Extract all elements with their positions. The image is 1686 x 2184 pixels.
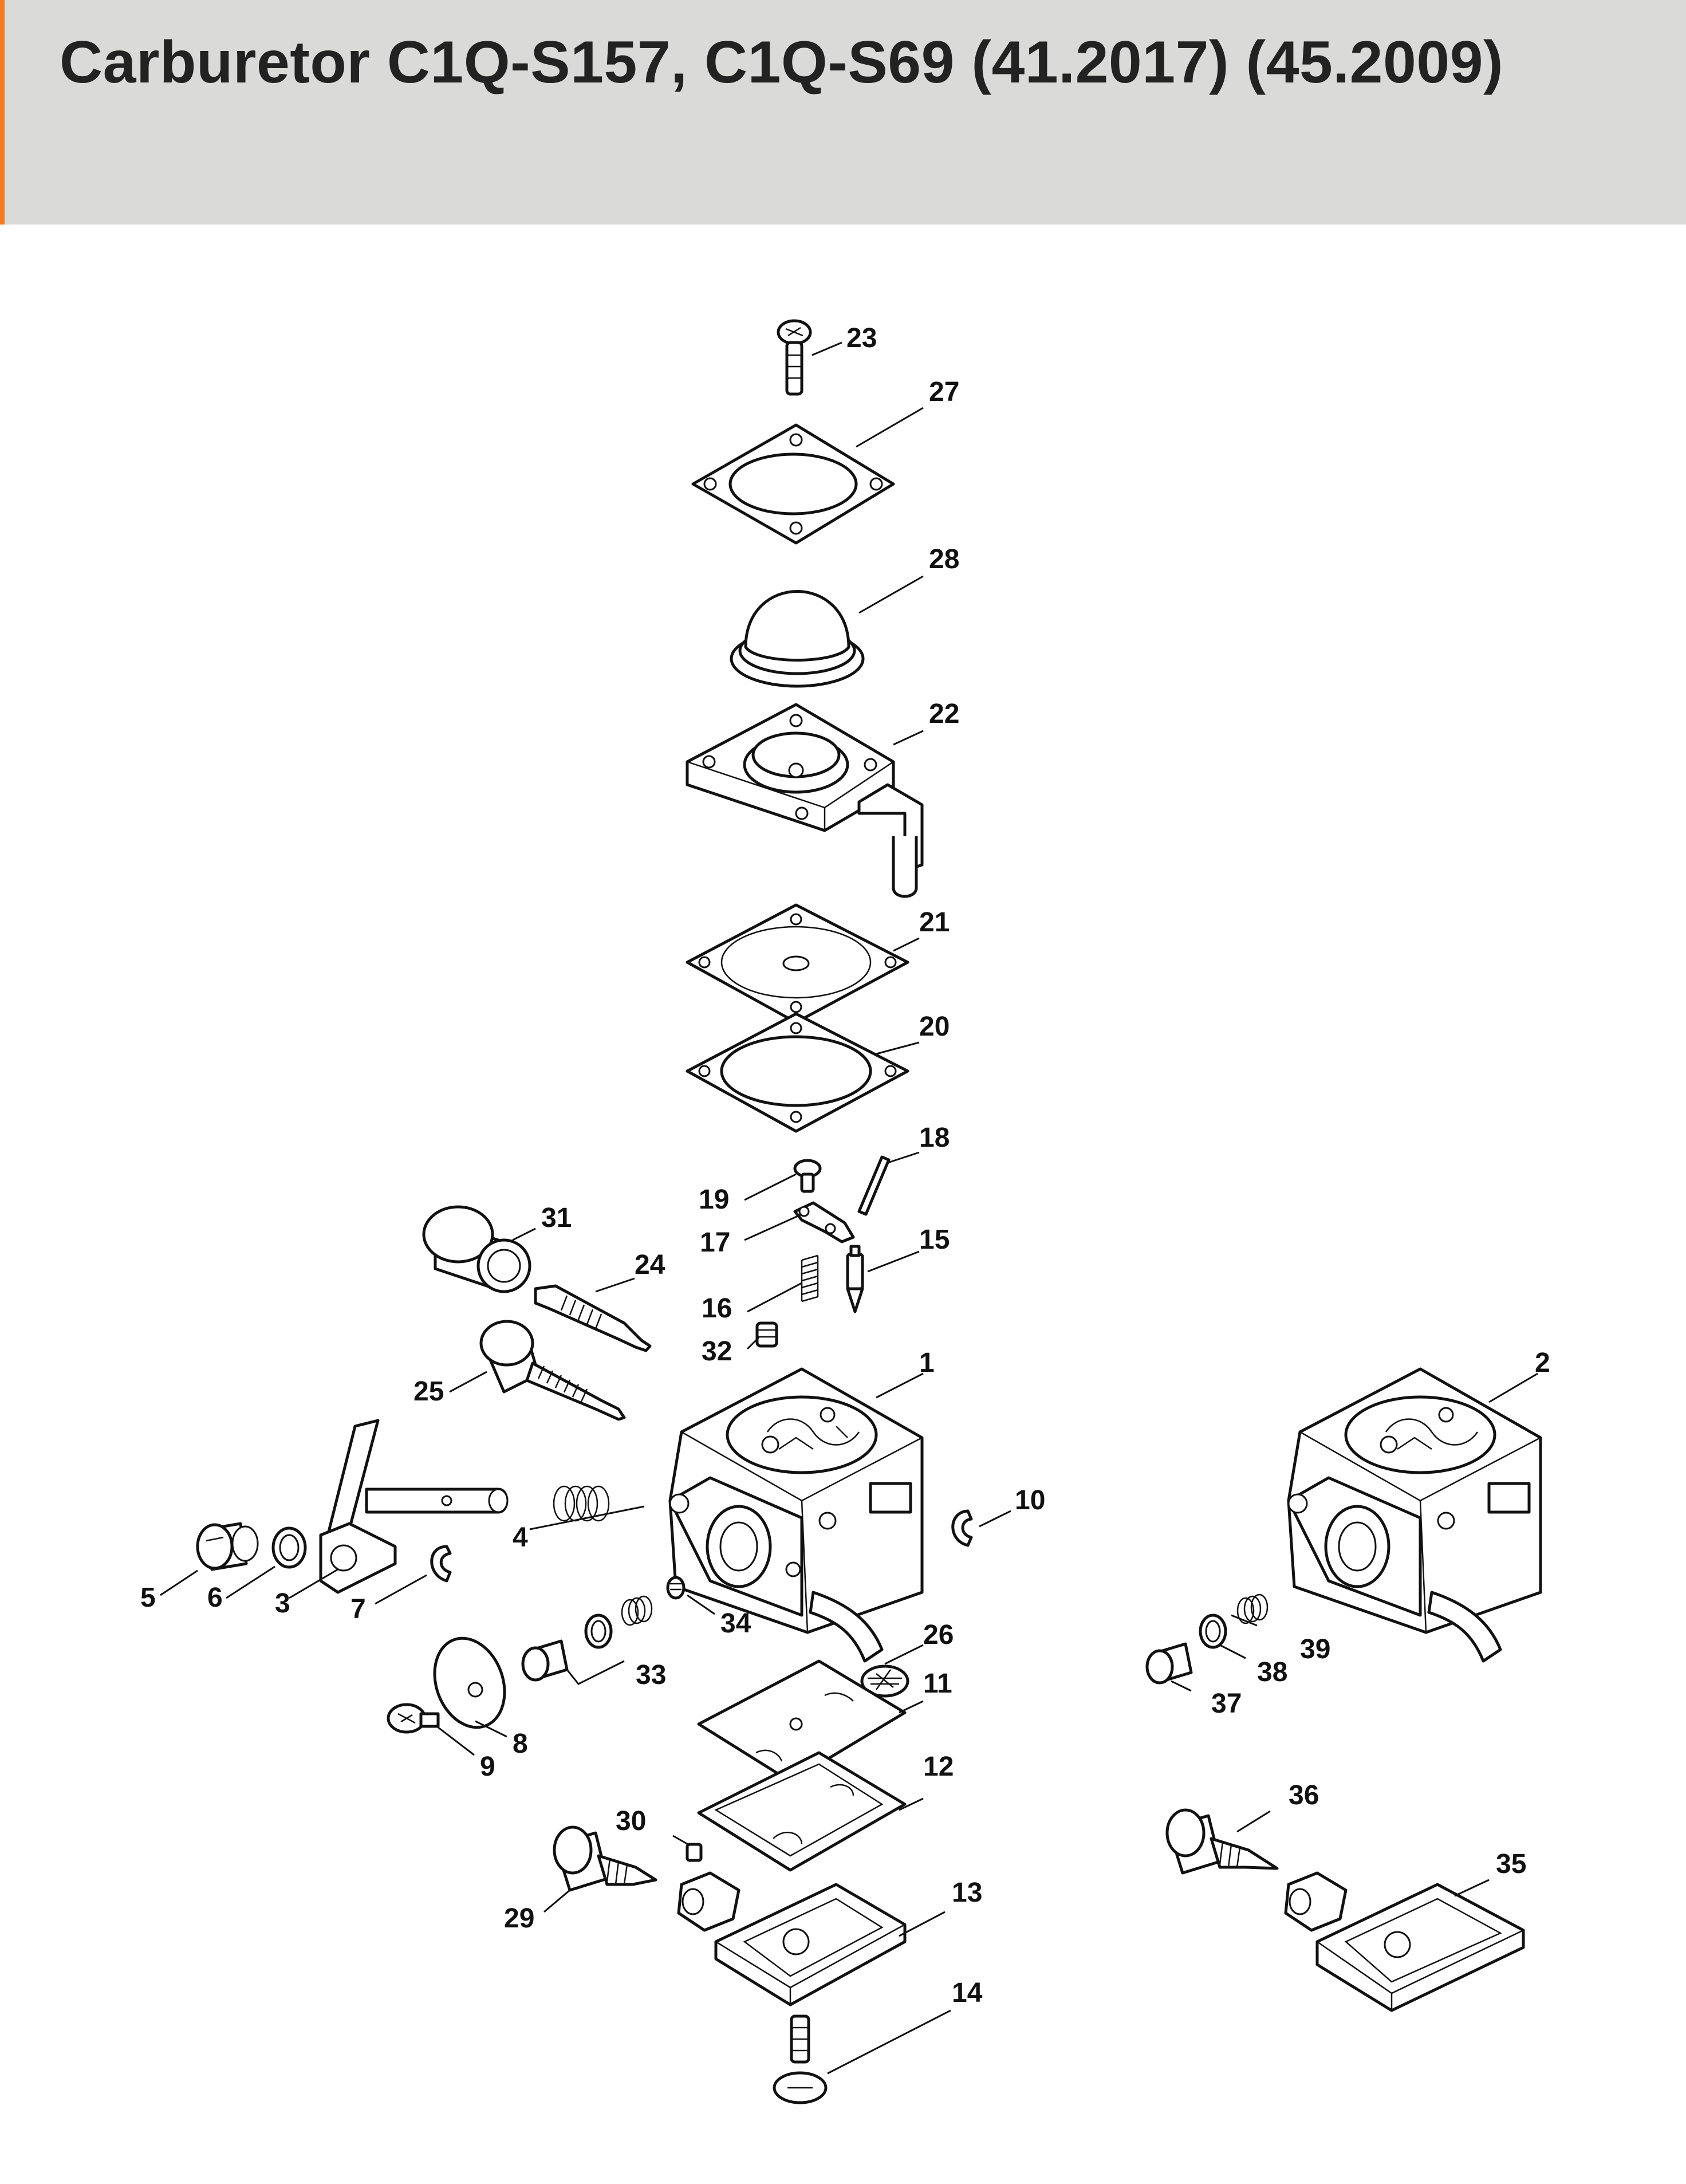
page-title: Carburetor C1Q-S157, C1Q-S69 (41.2017) (…	[60, 29, 1504, 96]
callout-26: 26	[923, 1620, 954, 1650]
part-19-screw[interactable]	[793, 1159, 822, 1193]
callout-32: 32	[702, 1336, 732, 1367]
part-27-gasket[interactable]	[691, 423, 895, 545]
part-13-diaphragm-cover[interactable]	[677, 1871, 907, 2006]
callout-1: 1	[919, 1348, 935, 1378]
part-33-plug-set[interactable]	[521, 1595, 653, 1685]
part-15-inlet-needle[interactable]	[846, 1245, 864, 1313]
part-5-screw[interactable]	[196, 1522, 259, 1571]
callout-39: 39	[1300, 1634, 1330, 1664]
callout-12: 12	[923, 1752, 954, 1782]
header-accent-bar	[0, 0, 5, 225]
page-header: Carburetor C1Q-S157, C1Q-S69 (41.2017) (…	[0, 0, 1686, 225]
callout-6: 6	[207, 1583, 223, 1613]
parts-diagram: 23 27 28 22 21 20 18 19 17 15 16 32 31 2…	[0, 225, 1686, 2181]
part-23-screw[interactable]	[777, 319, 812, 396]
callout-3: 3	[275, 1588, 290, 1619]
part-32-plug[interactable]	[755, 1321, 778, 1348]
callout-10: 10	[1015, 1485, 1045, 1516]
callout-38: 38	[1257, 1657, 1287, 1687]
callout-27: 27	[929, 377, 959, 407]
part-28-primer-bulb[interactable]	[730, 590, 865, 688]
callout-21: 21	[919, 907, 950, 938]
callout-14: 14	[952, 1978, 983, 2008]
part-10-e-clip[interactable]	[951, 1509, 973, 1547]
part-7-e-clip[interactable]	[430, 1545, 452, 1583]
callout-13: 13	[952, 1878, 982, 1908]
callout-34: 34	[720, 1608, 751, 1639]
part-14-screw[interactable]	[773, 2014, 828, 2104]
part-9-screw[interactable]	[387, 1703, 440, 1734]
callout-36: 36	[1289, 1780, 1319, 1811]
callout-2: 2	[1535, 1348, 1550, 1378]
part-31-limiter-cap[interactable]	[422, 1205, 531, 1293]
callout-35: 35	[1496, 1849, 1526, 1879]
callout-17: 17	[700, 1227, 730, 1258]
part-22-pump-cover[interactable]	[686, 703, 924, 898]
callout-33: 33	[636, 1660, 666, 1690]
callout-5: 5	[140, 1583, 156, 1613]
callout-7: 7	[350, 1594, 366, 1624]
part-20-gasket[interactable]	[686, 1012, 909, 1133]
part-35-diaphragm-cover[interactable]	[1284, 1871, 1525, 2012]
callout-19: 19	[699, 1185, 729, 1215]
callout-20: 20	[919, 1012, 950, 1042]
part-16-spring[interactable]	[801, 1254, 819, 1302]
part-2-carburetor-body[interactable]	[1287, 1367, 1542, 1663]
callout-31: 31	[541, 1203, 572, 1233]
part-39-spring[interactable]	[1236, 1593, 1269, 1624]
callout-16: 16	[702, 1293, 732, 1324]
part-8-disc[interactable]	[423, 1628, 517, 1737]
callout-4: 4	[513, 1522, 528, 1553]
part-12-diaphragm[interactable]	[697, 1751, 907, 1872]
part-26-filter[interactable]	[860, 1664, 909, 1698]
part-18-pin[interactable]	[857, 1155, 891, 1216]
callout-18: 18	[919, 1123, 950, 1153]
part-11-gasket[interactable]	[697, 1659, 907, 1783]
part-25-adjusting-screw[interactable]	[479, 1320, 626, 1421]
part-34-screen[interactable]	[666, 1576, 686, 1600]
callout-15: 15	[919, 1225, 950, 1255]
callout-8: 8	[513, 1729, 528, 1759]
part-36-adjusting-screw[interactable]	[1165, 1808, 1279, 1875]
part-1-carburetor-body[interactable]	[668, 1367, 924, 1663]
part-3-throttle-shaft[interactable]	[319, 1419, 509, 1594]
callout-28: 28	[929, 544, 959, 574]
part-21-diaphragm[interactable]	[686, 903, 909, 1024]
part-6-washer[interactable]	[271, 1526, 307, 1569]
leader-lines	[160, 341, 1538, 2075]
part-30-pin[interactable]	[686, 1843, 703, 1862]
part-17-lever[interactable]	[793, 1201, 855, 1243]
part-38-o-ring[interactable]	[1199, 1614, 1227, 1649]
callout-25: 25	[413, 1376, 444, 1407]
callout-24: 24	[635, 1250, 665, 1280]
callout-11: 11	[923, 1669, 952, 1699]
callout-37: 37	[1211, 1689, 1242, 1719]
part-37-plug[interactable]	[1145, 1642, 1193, 1685]
callout-labels: 23 27 28 22 21 20 18 19 17 15 16 32 31 2…	[140, 323, 1550, 2008]
callout-29: 29	[504, 1903, 534, 1934]
callout-9: 9	[480, 1752, 495, 1782]
callout-22: 22	[929, 699, 959, 729]
callout-30: 30	[616, 1806, 646, 1836]
callout-23: 23	[846, 323, 877, 353]
part-24-adjusting-screw[interactable]	[534, 1284, 652, 1352]
part-29-adjusting-screw[interactable]	[553, 1825, 657, 1892]
